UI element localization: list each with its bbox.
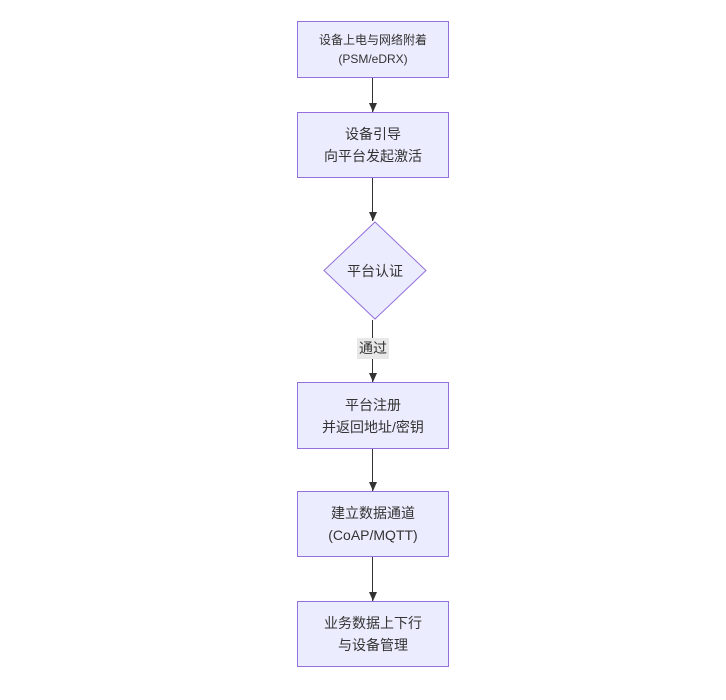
edge-label-pass: 通过 (357, 338, 389, 359)
arrowhead-down-icon (368, 482, 377, 491)
node-bootstrap-line1: 设备引导 (345, 126, 401, 142)
edge-register-to-channel (368, 449, 377, 491)
node-bootstrap: 设备引导 向平台发起激活 (297, 112, 449, 178)
arrowhead-down-icon (368, 103, 377, 112)
node-business-data: 业务数据上下行 与设备管理 (297, 601, 449, 667)
node-platform-register-line1: 平台注册 (345, 396, 401, 413)
arrowhead-down-icon (368, 373, 377, 382)
node-power-attach-line1: 设备上电与网络附着 (318, 32, 427, 47)
arrowhead-down-icon (368, 592, 377, 601)
edge-bootstrap-to-auth (368, 178, 377, 221)
node-platform-auth-label: 平台认证 (347, 262, 403, 279)
node-platform-auth-decision: 平台认证 (323, 221, 427, 320)
node-power-attach: 设备上电与网络附着 (PSM/eDRX) (297, 21, 449, 78)
diamond-shape-icon (323, 221, 427, 320)
node-data-channel-line1: 建立数据通道 (331, 505, 415, 521)
node-platform-register: 平台注册 并返回地址/密钥 (297, 382, 449, 449)
edge-power-to-bootstrap (368, 78, 377, 112)
arrowhead-down-icon (368, 212, 377, 221)
node-business-data-line1: 业务数据上下行 (324, 615, 422, 631)
node-platform-register-line2: 并返回地址/密钥 (322, 418, 424, 435)
edge-channel-to-business (368, 557, 377, 601)
node-bootstrap-line2: 向平台发起激活 (324, 148, 422, 164)
node-data-channel-line2: (CoAP/MQTT) (328, 527, 418, 543)
node-business-data-line2: 与设备管理 (338, 637, 408, 653)
node-power-attach-line2: (PSM/eDRX) (338, 51, 408, 66)
node-data-channel: 建立数据通道 (CoAP/MQTT) (297, 491, 449, 557)
